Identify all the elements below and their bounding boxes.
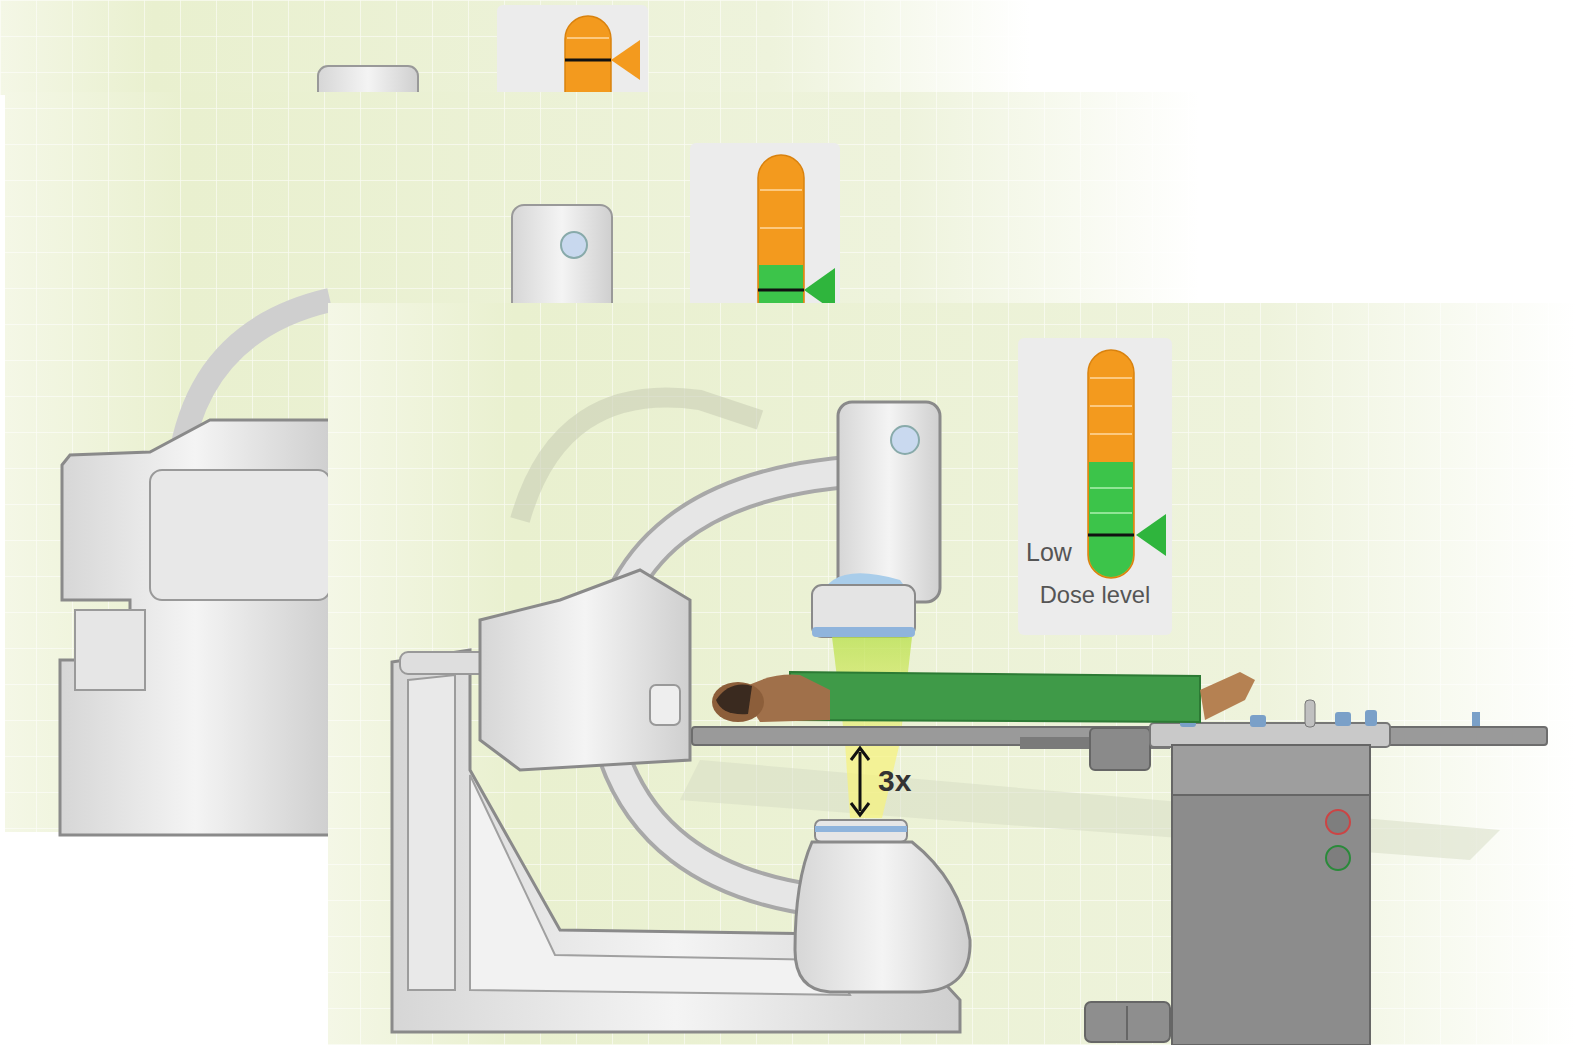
dose-level-panel: LowDose level <box>1018 338 1172 635</box>
gauge-label: Low <box>1026 538 1072 567</box>
distance-factor: 3x <box>878 764 911 798</box>
gauge-title: Dose level <box>1018 582 1172 609</box>
front-slide <box>328 303 1576 1045</box>
